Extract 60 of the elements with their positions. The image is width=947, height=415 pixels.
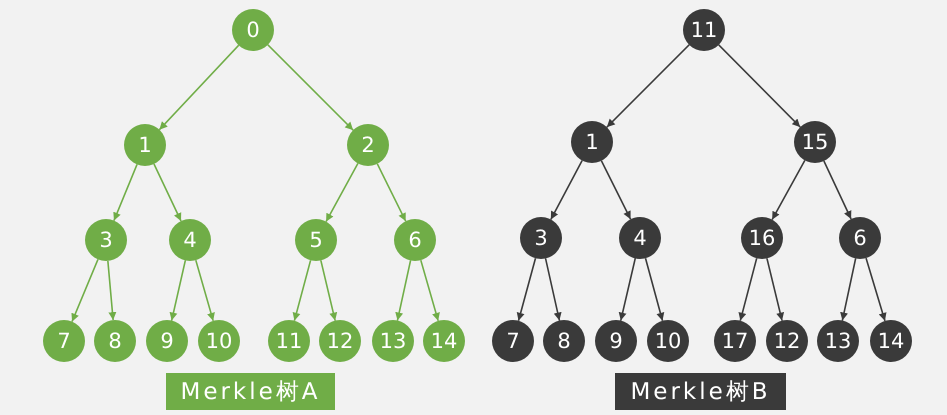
tree-node-circle: 1	[124, 124, 166, 166]
arrow	[618, 258, 636, 321]
arrow	[600, 160, 632, 220]
tree-node-circle: 7	[43, 320, 85, 362]
tree-node-circle: 12	[319, 320, 361, 362]
tree-node-circle: 10	[198, 320, 240, 362]
arrow	[107, 260, 116, 320]
arrow	[320, 260, 338, 321]
arrow	[738, 258, 758, 321]
title-band: Merkle树B	[615, 373, 786, 410]
arrow	[195, 260, 215, 322]
arrow	[718, 44, 801, 128]
arrow	[292, 260, 312, 321]
arrow	[113, 164, 138, 221]
tree-node-circle: 1	[571, 121, 613, 163]
arrow	[544, 258, 562, 321]
arrow	[158, 44, 240, 130]
arrow	[516, 258, 536, 321]
arrow	[376, 163, 406, 222]
arrow	[865, 258, 886, 322]
tree-node-circle: 9	[146, 320, 188, 362]
tree-node-circle: 11	[268, 320, 310, 362]
tree-node-circle: 11	[683, 9, 725, 51]
tree-node-circle: 9	[595, 320, 637, 362]
arrow	[325, 163, 359, 222]
arrow	[153, 164, 182, 222]
arrow	[550, 160, 583, 220]
arrow	[420, 260, 440, 322]
tree-node-circle: 7	[492, 320, 534, 362]
tree-node-circle: 4	[169, 219, 211, 261]
tree-node-circle: 16	[741, 217, 783, 259]
arrow	[644, 258, 664, 321]
tree-node-circle: 15	[794, 121, 836, 163]
tree-node-circle: 6	[839, 217, 881, 259]
arrow	[823, 160, 852, 220]
tree-node-circle: 0	[232, 9, 274, 51]
tree-node-circle: 2	[347, 124, 389, 166]
tree-node-circle: 5	[295, 219, 337, 261]
tree-node-circle: 8	[94, 320, 136, 362]
tree-node-circle: 3	[85, 219, 127, 261]
arrow	[840, 258, 856, 321]
tree-node-circle: 13	[817, 320, 859, 362]
arrow	[170, 260, 186, 321]
tree-node-circle: 3	[520, 217, 562, 259]
arrow	[71, 259, 99, 322]
tree-node-circle: 14	[423, 320, 465, 362]
arrow	[267, 44, 354, 131]
title-band: Merkle树A	[166, 373, 335, 410]
arrow	[766, 258, 784, 321]
arrow	[606, 44, 690, 128]
tree-node-circle: 4	[619, 217, 661, 259]
tree-node-circle: 13	[372, 320, 414, 362]
arrow	[395, 260, 412, 321]
tree-node-circle: 10	[647, 320, 689, 362]
tree-node-circle: 14	[870, 320, 912, 362]
tree-node-circle: 17	[714, 320, 756, 362]
arrow	[771, 160, 806, 220]
tree-node-circle: 8	[543, 320, 585, 362]
tree-node-circle: 6	[394, 219, 436, 261]
tree-node-circle: 12	[766, 320, 808, 362]
